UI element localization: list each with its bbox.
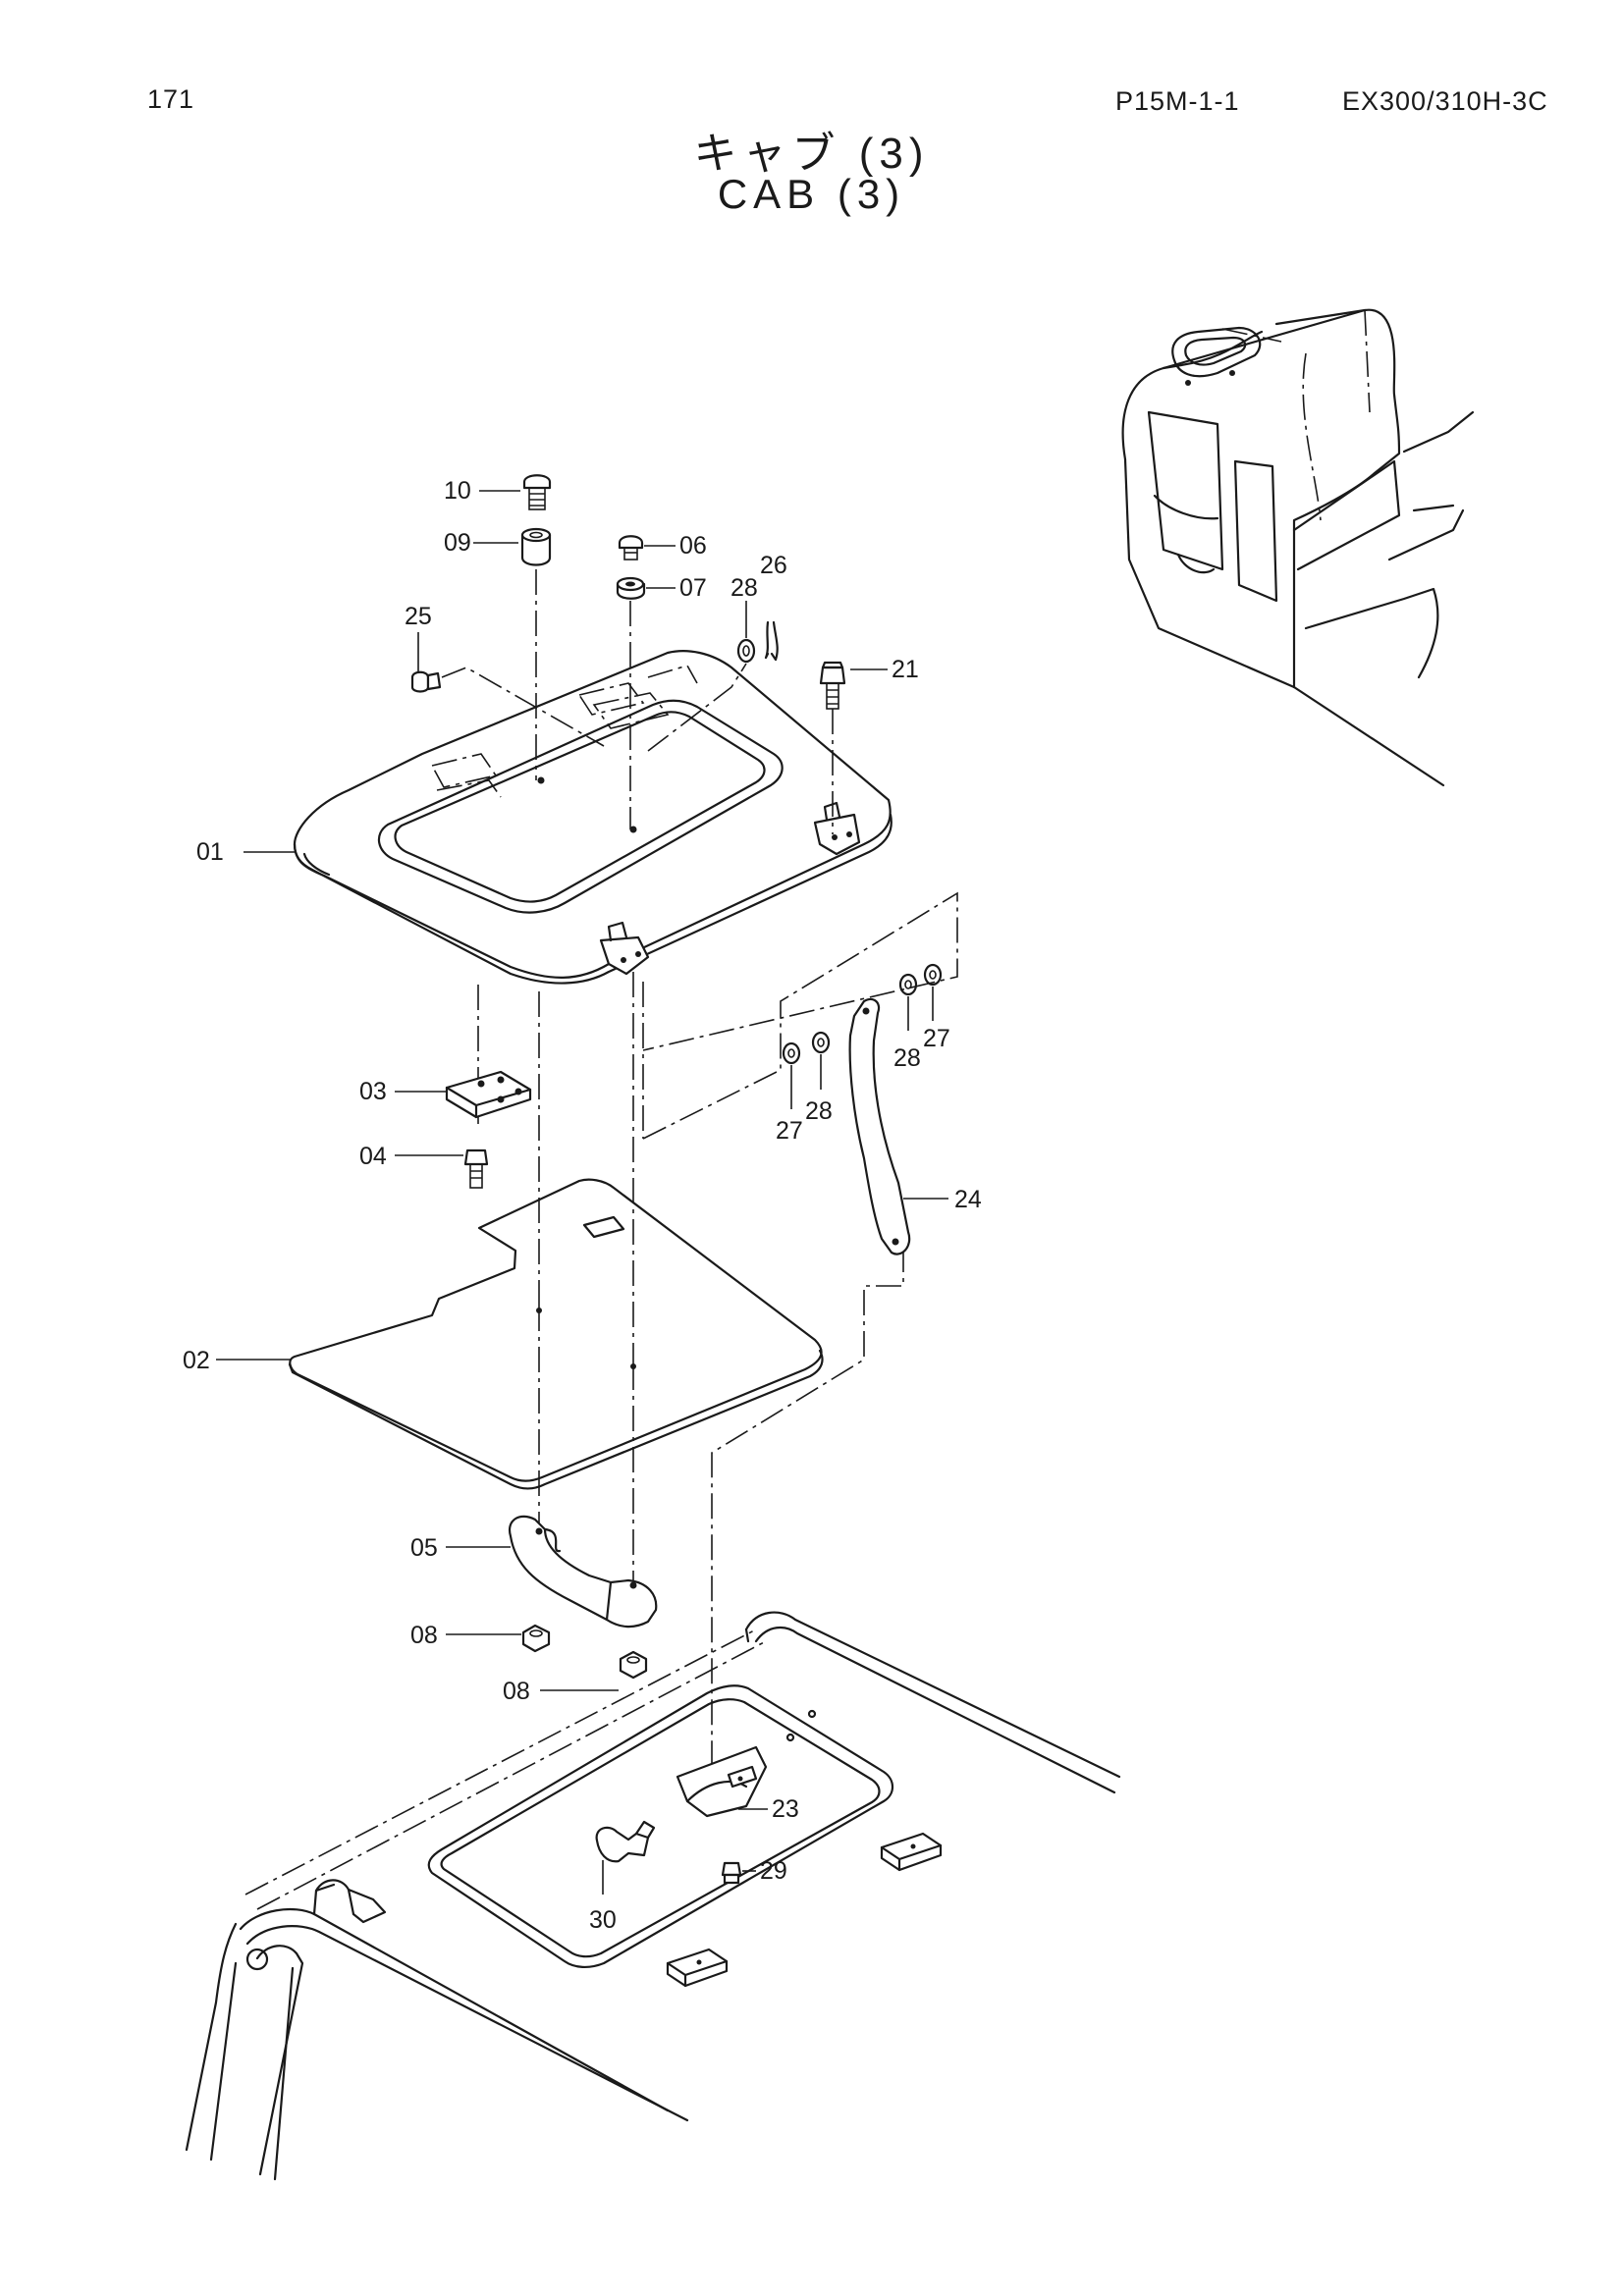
- callout-24: 24: [954, 1186, 982, 1213]
- callout-09: 09: [444, 529, 471, 557]
- title-english: CAB (3): [717, 171, 906, 217]
- callout-04: 04: [359, 1143, 387, 1170]
- callout-29: 29: [760, 1857, 787, 1885]
- callout-02: 02: [183, 1347, 210, 1374]
- callout-10: 10: [444, 477, 471, 505]
- callout-25: 25: [405, 603, 432, 630]
- callout-08: 08: [503, 1678, 530, 1705]
- callout-27: 27: [776, 1117, 803, 1145]
- callout-28: 28: [730, 574, 758, 602]
- bracket-part: [445, 1070, 532, 1189]
- fasteners-upper: [410, 474, 846, 710]
- cab-roof-frame: [185, 1611, 1121, 2181]
- callout-08: 08: [410, 1622, 438, 1649]
- assembly-centerlines: [441, 569, 958, 1787]
- link-and-washers: [782, 963, 943, 1255]
- callout-01: 01: [196, 838, 224, 866]
- callout-labels: 10 09 06 07 26 28 25 21 01 28 27 03 27 2…: [183, 477, 982, 1934]
- model-code: EX300/310H-3C: [1342, 86, 1548, 116]
- callout-03: 03: [359, 1078, 387, 1105]
- callout-27: 27: [923, 1025, 950, 1052]
- callout-23: 23: [772, 1795, 799, 1823]
- title-japanese: キャブ (3): [693, 130, 930, 178]
- floor-mat-part: [288, 1178, 824, 1490]
- callout-26: 26: [760, 552, 787, 579]
- callout-05: 05: [410, 1534, 438, 1562]
- callout-28: 28: [805, 1097, 833, 1125]
- page-number: 171: [147, 84, 195, 114]
- leader-lines: [216, 490, 948, 1895]
- hatch-cover-part: [293, 650, 893, 985]
- grab-handle-part: [508, 1515, 658, 1680]
- callout-06: 06: [679, 532, 707, 560]
- page-code: P15M-1-1: [1115, 86, 1240, 116]
- callout-21: 21: [892, 656, 919, 683]
- callout-07: 07: [679, 574, 707, 602]
- cab-overview-inset: [1121, 308, 1475, 787]
- callout-30: 30: [589, 1906, 617, 1934]
- callout-28: 28: [893, 1044, 921, 1072]
